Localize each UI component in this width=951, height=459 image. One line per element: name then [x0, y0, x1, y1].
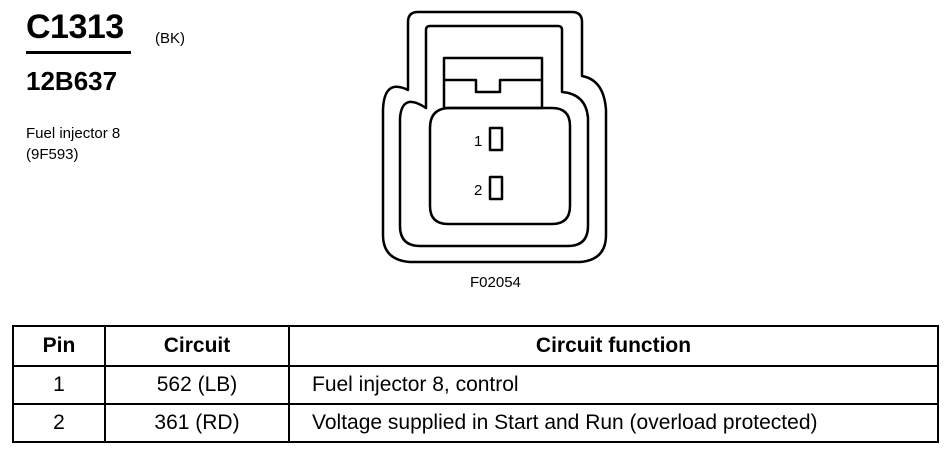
header-circuit-function: Circuit function [288, 325, 939, 367]
pin-2-terminal [488, 175, 504, 201]
connector-face-diagram: 1 2 [381, 10, 608, 264]
cell-circuit-function: Voltage supplied in Start and Run (overl… [288, 403, 939, 443]
part-number: 12B637 [26, 66, 118, 96]
table-header-row: Pin Circuit Circuit function [12, 325, 939, 367]
table-row: 1 562 (LB) Fuel injector 8, control [12, 365, 939, 405]
locking-tab [442, 56, 544, 110]
pin-table: Pin Circuit Circuit function 1 562 (LB) … [12, 325, 939, 443]
pin-2-label: 2 [474, 182, 482, 199]
component-code: (9F593) [26, 146, 79, 163]
figure-code: F02054 [470, 274, 521, 291]
cell-pin: 1 [12, 365, 106, 405]
locking-tab-notch [444, 78, 542, 94]
cell-circuit: 361 (RD) [104, 403, 290, 443]
table-row: 2 361 (RD) Voltage supplied in Start and… [12, 403, 939, 443]
connector-id: C1313 [26, 8, 124, 46]
header-pin: Pin [12, 325, 106, 367]
connector-id-underline [26, 51, 131, 54]
pin-1-label: 1 [474, 133, 482, 150]
header-circuit: Circuit [104, 325, 290, 367]
pin-1-terminal [488, 126, 504, 152]
connector-outer-shell [381, 10, 608, 264]
connector-inner-rim [398, 24, 590, 248]
component-name: Fuel injector 8 (9F593) [26, 123, 120, 165]
component-name-line: Fuel injector 8 [26, 125, 121, 142]
color-code: (BK) [155, 30, 185, 47]
cell-circuit: 562 (LB) [104, 365, 290, 405]
pin-cavity [428, 106, 572, 226]
cell-circuit-function: Fuel injector 8, control [288, 365, 939, 405]
cell-pin: 2 [12, 403, 106, 443]
